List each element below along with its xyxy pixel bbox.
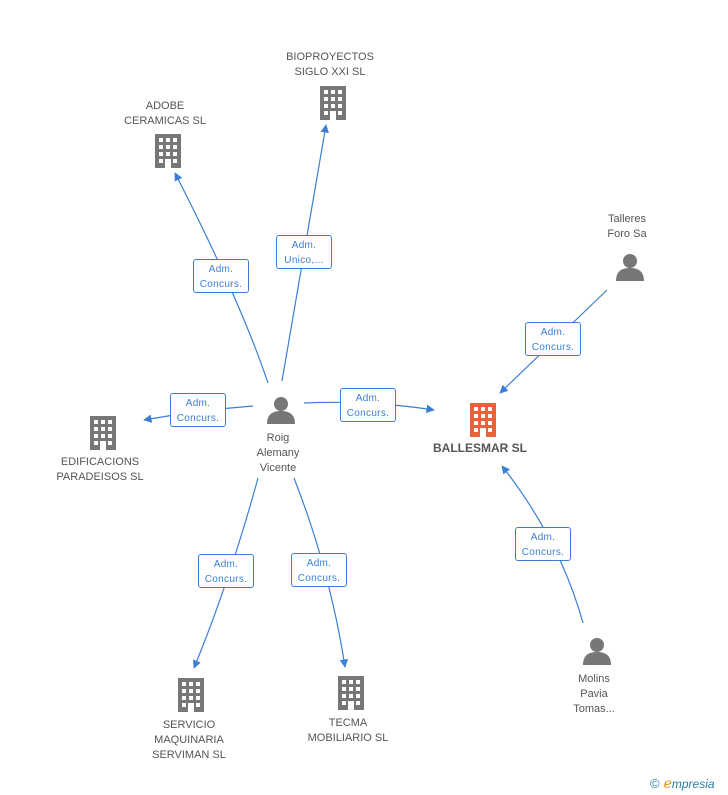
label-line: Foro Sa bbox=[607, 228, 647, 240]
relation-line: Adm. bbox=[208, 264, 234, 275]
node-label-biopro[interactable]: BIOPROYECTOS SIGLO XXI SL bbox=[286, 50, 374, 80]
label-line: MOBILIARIO SL bbox=[307, 732, 389, 744]
relation-box-edif[interactable]: Adm. Concurs. bbox=[170, 393, 226, 427]
label-line: Tomas... bbox=[573, 703, 615, 715]
label-line: SERVICIO bbox=[162, 719, 216, 731]
node-label-adobe[interactable]: ADOBE CERAMICAS SL bbox=[124, 99, 206, 129]
label-line: SIGLO XXI SL bbox=[294, 66, 366, 78]
building-icon[interactable] bbox=[470, 403, 496, 437]
relation-line: Concurs. bbox=[346, 408, 390, 419]
label-line: CERAMICAS SL bbox=[124, 115, 206, 127]
person-icon[interactable] bbox=[583, 638, 611, 665]
node-label-roig[interactable]: Roig Alemany Vicente bbox=[257, 431, 300, 476]
label-line: Molins bbox=[578, 673, 610, 685]
node-label-molins[interactable]: Molins Pavia Tomas... bbox=[573, 672, 615, 717]
relation-line: Adm. bbox=[540, 327, 566, 338]
label-line: BIOPROYECTOS bbox=[286, 51, 374, 63]
brand-name: mpresia bbox=[671, 777, 715, 791]
relation-line: Concurs. bbox=[204, 574, 248, 585]
relation-line: Unico,... bbox=[284, 255, 324, 266]
node-label-ballesmar[interactable]: BALLESMAR SL bbox=[433, 441, 527, 456]
label-line: Talleres bbox=[608, 213, 646, 225]
relation-line: Adm. bbox=[213, 559, 239, 570]
label-line: SERVIMAN SL bbox=[152, 749, 226, 761]
copyright-icon: © bbox=[650, 776, 660, 791]
relation-box-adobe[interactable]: Adm. Concurs. bbox=[193, 259, 249, 293]
brand-initial: e bbox=[663, 776, 672, 792]
relation-box-ballesmar[interactable]: Adm. Concurs. bbox=[340, 388, 396, 422]
brand-footer[interactable]: ©empresia bbox=[650, 776, 715, 792]
relation-box-servicio[interactable]: Adm. Concurs. bbox=[198, 554, 254, 588]
building-icon[interactable] bbox=[155, 134, 181, 168]
person-icon[interactable] bbox=[616, 254, 644, 281]
relation-line: Adm. bbox=[185, 398, 211, 409]
relation-line: Concurs. bbox=[521, 547, 565, 558]
building-icon[interactable] bbox=[90, 416, 116, 450]
relation-box-talleres[interactable]: Adm. Concurs. bbox=[525, 322, 581, 356]
node-label-talleres[interactable]: Talleres Foro Sa bbox=[607, 212, 646, 242]
node-label-edif[interactable]: EDIFICACIONS PARADEISOS SL bbox=[56, 455, 143, 485]
relation-line: Adm. bbox=[530, 532, 556, 543]
relation-box-molins[interactable]: Adm. Concurs. bbox=[515, 527, 571, 561]
label-line: BALLESMAR SL bbox=[433, 441, 527, 455]
label-line: TECMA bbox=[328, 717, 368, 729]
label-line: Roig bbox=[266, 432, 290, 444]
node-label-tecma[interactable]: TECMA MOBILIARIO SL bbox=[308, 716, 389, 746]
relation-line: Concurs. bbox=[199, 279, 243, 290]
relation-line: Concurs. bbox=[176, 413, 220, 424]
relation-box-tecma[interactable]: Adm. Concurs. bbox=[291, 553, 347, 587]
label-line: EDIFICACIONS bbox=[60, 456, 140, 468]
label-line: PARADEISOS SL bbox=[56, 471, 144, 483]
relation-line: Adm. bbox=[355, 393, 381, 404]
relation-box-biopro[interactable]: Adm. Unico,... bbox=[276, 235, 332, 269]
label-line: ADOBE bbox=[145, 100, 185, 112]
building-icon[interactable] bbox=[320, 86, 346, 120]
node-label-servicio[interactable]: SERVICIO MAQUINARIA SERVIMAN SL bbox=[152, 718, 226, 763]
relation-line: Adm. bbox=[306, 558, 332, 569]
label-line: Alemany bbox=[256, 447, 300, 459]
label-line: MAQUINARIA bbox=[154, 734, 224, 746]
label-line: Pavia bbox=[580, 688, 608, 700]
building-icon[interactable] bbox=[178, 678, 204, 712]
relation-line: Adm. bbox=[291, 240, 317, 251]
label-line: Vicente bbox=[259, 462, 297, 474]
relation-line: Concurs. bbox=[297, 573, 341, 584]
building-icon[interactable] bbox=[338, 676, 364, 710]
relation-line: Concurs. bbox=[531, 342, 575, 353]
person-icon[interactable] bbox=[267, 397, 295, 424]
